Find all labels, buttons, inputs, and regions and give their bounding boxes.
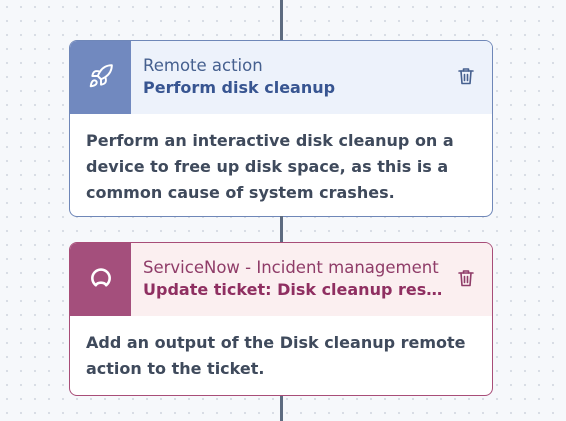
delete-step-button[interactable] [457,68,475,88]
servicenow-step-card[interactable]: ServiceNow - Incident management Update … [69,242,493,396]
rocket-icon [88,63,114,93]
flow-connector-top [280,0,283,40]
step-description: Perform an interactive disk cleanup on a… [86,131,454,202]
trash-icon [458,67,474,89]
flow-connector-middle [280,216,283,243]
step-icon-tile [70,41,131,114]
step-header: ServiceNow - Incident management Update … [70,243,492,316]
step-kind-label: Remote action [143,56,263,75]
flow-connector-bottom [280,396,283,421]
step-header: Remote action Perform disk cleanup [70,41,492,114]
remote-action-step-card[interactable]: Remote action Perform disk cleanup Perfo… [69,40,493,217]
step-kind-label: ServiceNow - Incident management [143,258,439,277]
step-title: Perform disk cleanup [143,78,336,97]
servicenow-logo-icon [88,265,114,295]
delete-step-button[interactable] [457,270,475,290]
step-title: Update ticket: Disk cleanup results [143,280,443,299]
trash-icon [458,269,474,291]
step-description: Add an output of the Disk cleanup remote… [86,333,466,378]
step-icon-tile [70,243,131,316]
